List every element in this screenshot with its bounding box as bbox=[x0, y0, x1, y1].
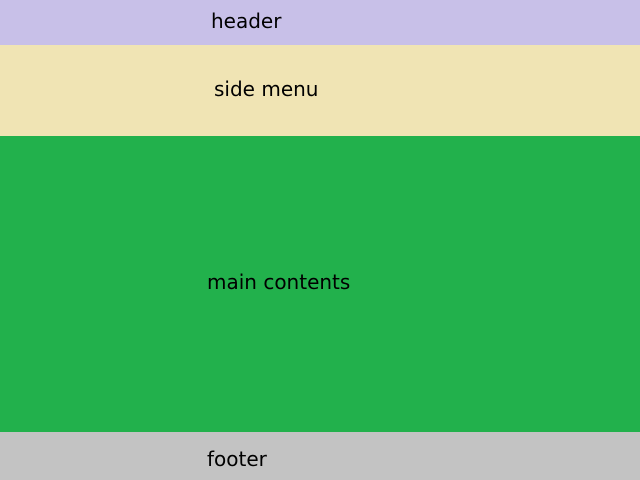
footer-label: footer bbox=[207, 447, 267, 471]
main-contents-label: main contents bbox=[207, 270, 351, 294]
main-contents: main contents bbox=[0, 136, 640, 432]
footer: footer bbox=[0, 432, 640, 480]
side-menu-label: side menu bbox=[214, 77, 319, 101]
header: header bbox=[0, 0, 640, 45]
header-label: header bbox=[211, 9, 282, 33]
side-menu: side menu bbox=[0, 45, 640, 136]
